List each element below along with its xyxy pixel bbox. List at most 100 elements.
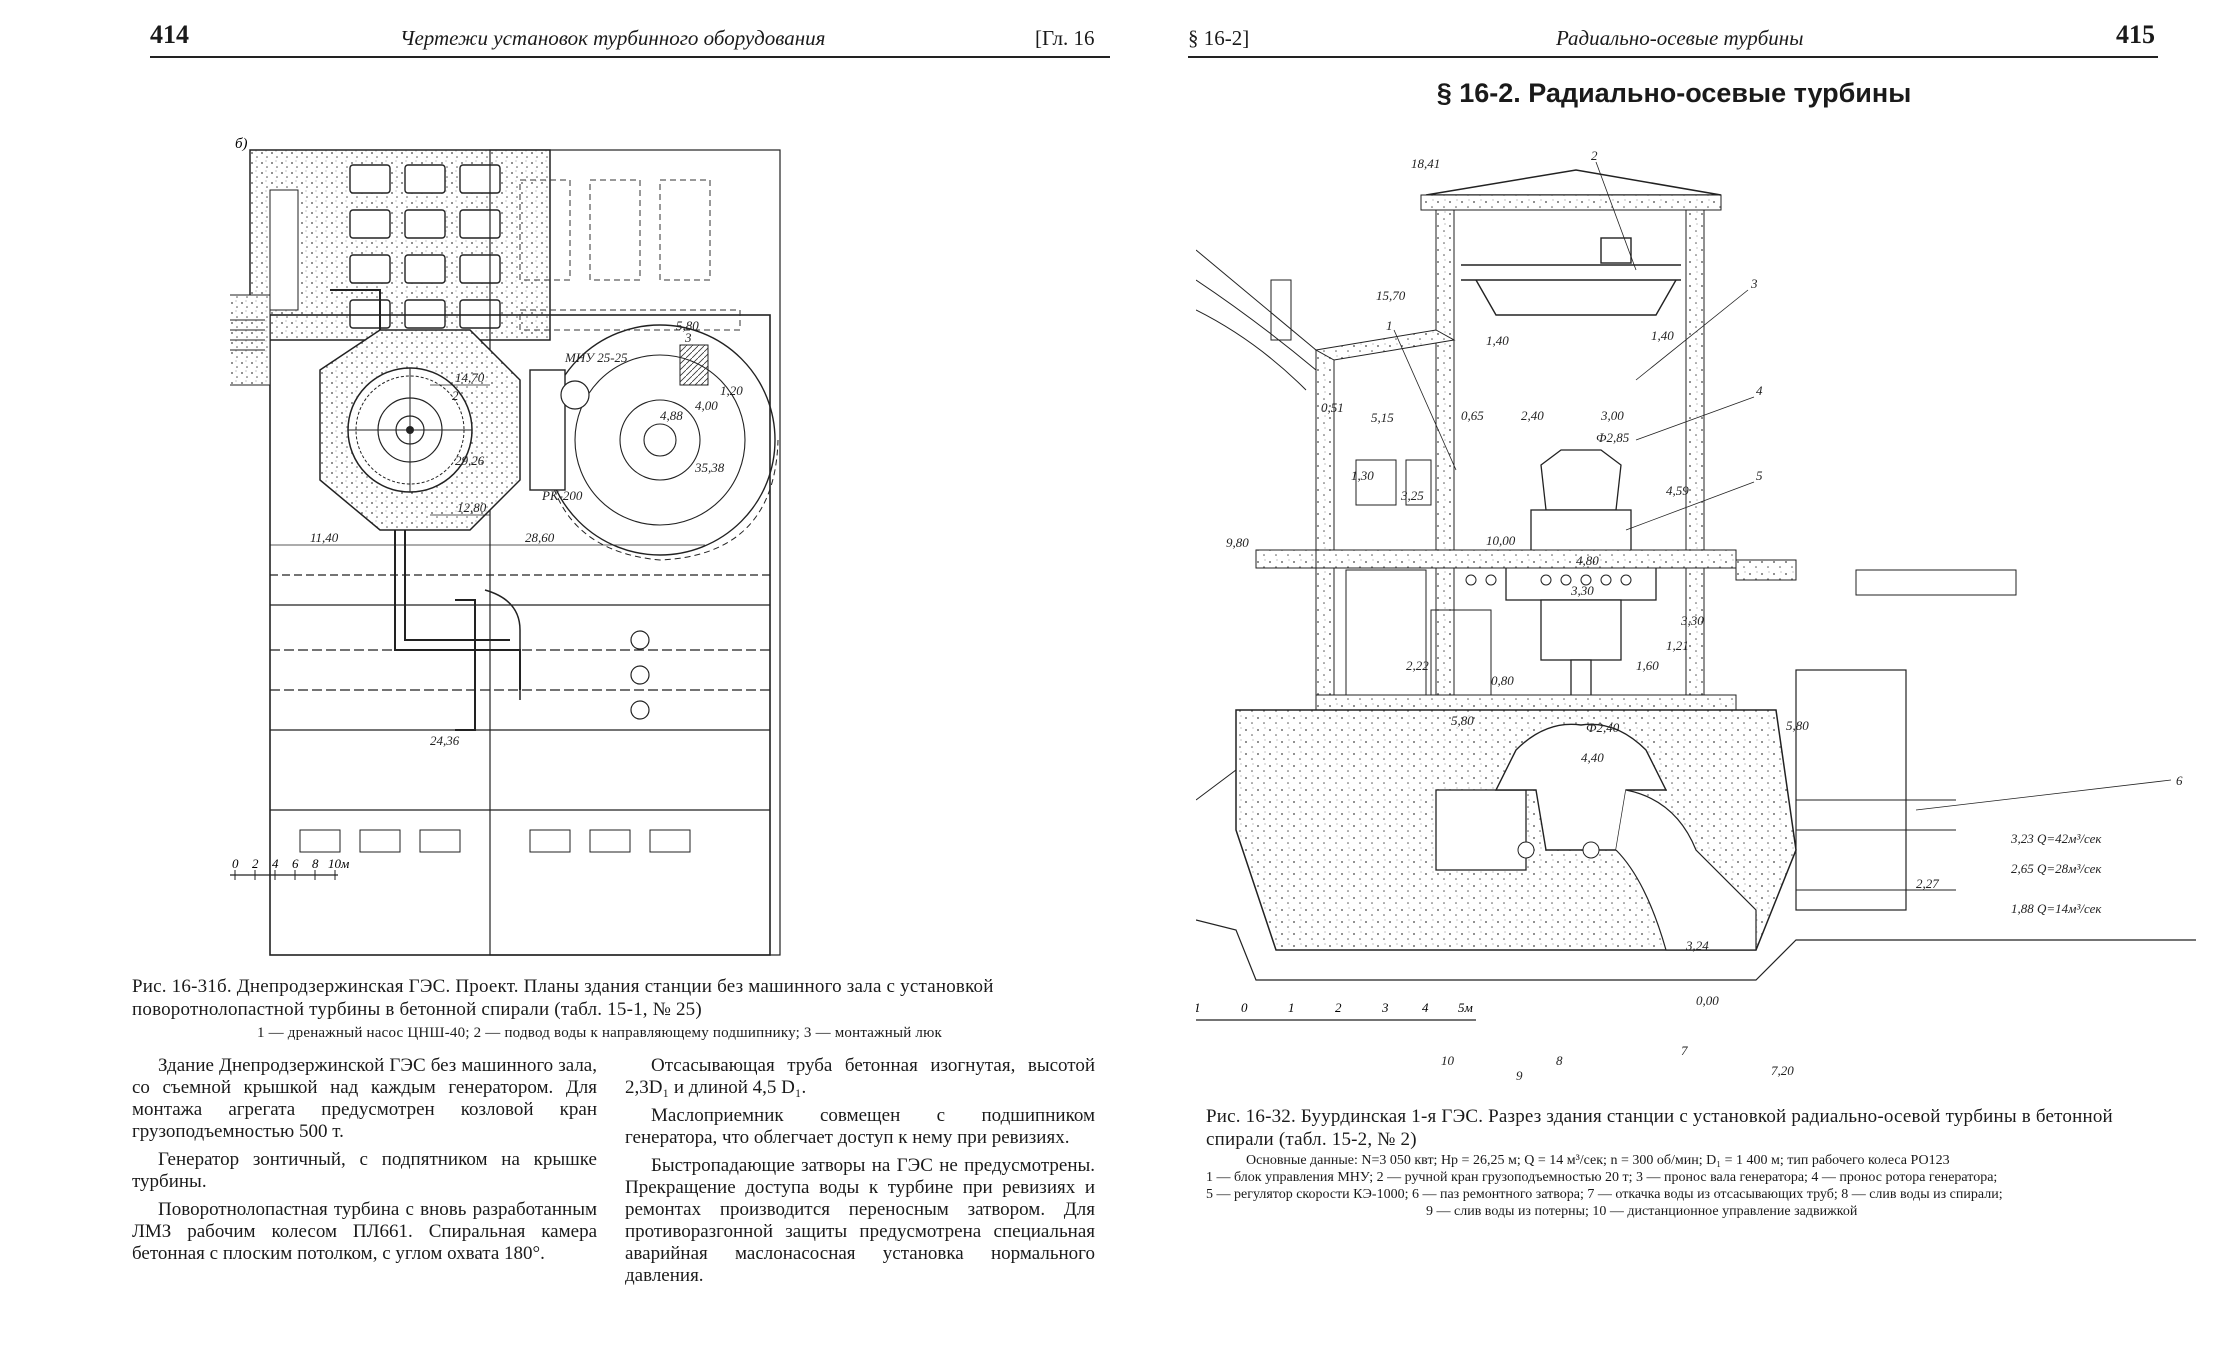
scale-tick-2: 1 (1288, 1000, 1295, 1015)
label-n2: 2 (452, 388, 459, 403)
paragraph: Маслоприемник совмещен с подшипником ген… (625, 1105, 1095, 1148)
caption-legend-left: 1 — дренажный насос ЦНШ-40; 2 — подвод в… (257, 1025, 942, 1041)
label-1140: 11,40 (310, 530, 339, 545)
label-rk: РК-200 (541, 488, 583, 503)
label-2860: 28,60 (525, 530, 555, 545)
label-1470: 14,70 (455, 370, 485, 385)
figure-caption-left: Рис. 16-31б. Днепродзержинская ГЭС. Прое… (132, 975, 1092, 1042)
figure-16-31b: б) (230, 130, 1050, 970)
callout-7: 7 (1681, 1043, 1688, 1058)
scale-tick-0: 1 (1196, 1000, 1201, 1015)
dim-325: 3,25 (1400, 488, 1424, 503)
label-2926: 29,26 (455, 453, 485, 468)
left-text-column-2: Отсасывающая труба бетонная изогнутая, в… (625, 1055, 1095, 1287)
level-1000: 10,00 (1486, 533, 1516, 548)
right-page-number: 415 (2116, 20, 2155, 49)
label-488: 4,88 (660, 408, 683, 423)
dim-130: 1,30 (1351, 468, 1374, 483)
dim-065: 0,65 (1461, 408, 1484, 423)
legend-line: 9 — слив воды из потерны; 10 — дистанцио… (1426, 1204, 1858, 1219)
level-1841: 18,41 (1411, 156, 1440, 171)
scale-tick-6: 5м (1458, 1000, 1473, 1015)
paragraph: Отсасывающая труба бетонная изогнутая, в… (625, 1055, 1095, 1098)
q-188: 1,88 Q=14м³/сек (2011, 901, 2102, 916)
right-section-ref: § 16-2] (1188, 26, 1250, 50)
figure-caption-right: Рис. 16-32. Буурдинская 1-я ГЭС. Разрез … (1206, 1106, 2113, 1150)
dim-051: 0,51 (1321, 400, 1344, 415)
dim-300: 3,00 (1600, 408, 1624, 423)
dim-140-b: 1,40 (1651, 328, 1674, 343)
left-running-title: Чертежи установок турбинного оборудовани… (400, 26, 826, 50)
panel-label: б) (235, 136, 248, 152)
q-323: 3,23 Q=42м³/сек (2010, 831, 2102, 846)
scale-tick-4: 6 (292, 856, 299, 871)
scale-tick-1: 0 (232, 856, 239, 871)
callout-8: 8 (1556, 1053, 1563, 1068)
level-1570: 15,70 (1376, 288, 1406, 303)
level-580-a: 5,80 (1451, 713, 1474, 728)
left-chapter-ref: [Гл. 16 (1035, 26, 1095, 50)
label-1280: 12,80 (457, 500, 487, 515)
label-2436: 24,36 (430, 733, 460, 748)
dim-phi240: Ф2,40 (1586, 720, 1620, 735)
section-title: § 16-2. Радиально-осевые турбины (1436, 78, 1912, 108)
scale-tick-5: 8 (312, 856, 319, 871)
scale-tick-2: 2 (252, 856, 259, 871)
caption-text-left: Рис. 16-31б. Днепродзержинская ГЭС. Прое… (132, 976, 994, 1020)
paragraph: Здание Днепродзержинской ГЭС без машинно… (132, 1055, 597, 1142)
label-400: 4,00 (695, 398, 718, 413)
q-265: 2,65 Q=28м³/сек (2011, 861, 2102, 876)
scale-tick-3: 2 (1335, 1000, 1342, 1015)
scale-tick-1: 0 (1241, 1000, 1248, 1015)
right-head-rule (1188, 56, 2158, 58)
callout-3: 3 (1750, 276, 1758, 291)
level-440: 4,40 (1581, 750, 1604, 765)
dim-240: 2,40 (1521, 408, 1544, 423)
label-n3: 3 (684, 330, 692, 345)
left-page: 414 Чертежи установок турбинного оборудо… (132, 20, 1110, 1287)
level-000: 0,00 (1696, 993, 1719, 1008)
callout-1: 1 (1386, 318, 1393, 333)
dim-459: 4,59 (1666, 483, 1689, 498)
section-drawing: 18,41 15,70 1,40 1,40 0,51 5,15 0,65 2,4… (1196, 150, 2196, 1083)
dim-phi285: Ф2,85 (1596, 430, 1630, 445)
left-page-number: 414 (150, 20, 189, 49)
level-980: 9,80 (1226, 535, 1249, 550)
dim-720: 7,20 (1771, 1063, 1794, 1078)
plan-drawing: б) (230, 136, 781, 956)
legend-line: 1 — блок управления МНУ; 2 — ручной кран… (1206, 1170, 1998, 1185)
label-120: 1,20 (720, 383, 743, 398)
callout-6: 6 (2176, 773, 2183, 788)
scale-bar-right: 1 0 1 2 3 4 5м (1196, 1000, 1476, 1021)
level-580-b: 5,80 (1786, 718, 1809, 733)
dim-227: 2,27 (1916, 876, 1939, 891)
figure-16-32: 18,41 15,70 1,40 1,40 0,51 5,15 0,65 2,4… (1196, 150, 2196, 1090)
dim-330-b: 3,30 (1680, 613, 1704, 628)
legend-line: 5 — регулятор скорости КЭ-1000; 6 — паз … (1206, 1187, 2003, 1202)
dim-480: 4,80 (1576, 553, 1599, 568)
label-mnu: МНУ 25-25 (564, 350, 628, 365)
basic-data-line: Основные данные: N=3 050 квт; Hр = 26,25… (1246, 1153, 1950, 1168)
label-580: 5,80 (676, 318, 699, 333)
dim-121: 1,21 (1666, 638, 1689, 653)
dim-080: 0,80 (1491, 673, 1514, 688)
scale-tick-3: 4 (272, 856, 279, 871)
scale-tick-4: 3 (1381, 1000, 1389, 1015)
paragraph: Генератор зонтичный, с подпятником на кр… (132, 1149, 597, 1192)
callout-4: 4 (1756, 383, 1763, 398)
scale-tick-6: 10м (328, 856, 349, 871)
callout-10: 10 (1441, 1053, 1455, 1068)
callout-9: 9 (1516, 1068, 1523, 1083)
left-text-column-1: Здание Днепродзержинской ГЭС без машинно… (132, 1055, 597, 1265)
dim-140-a: 1,40 (1486, 333, 1509, 348)
figure-legend-right: Основные данные: N=3 050 квт; Hр = 26,25… (1206, 1152, 2186, 1220)
dim-160: 1,60 (1636, 658, 1659, 673)
label-3538: 35,38 (694, 460, 725, 475)
paragraph: Быстропадающие затворы на ГЭС не предусм… (625, 1155, 1095, 1286)
right-running-title: Радиально-осевые турбины (1556, 26, 1804, 50)
dim-222: 2,22 (1406, 658, 1429, 673)
callout-2: 2 (1591, 150, 1598, 163)
right-page: § 16-2] Радиально-осевые турбины 415 § 1… (1116, 0, 2232, 1368)
scale-bar: 2 0 2 4 6 8 10м (230, 856, 349, 880)
